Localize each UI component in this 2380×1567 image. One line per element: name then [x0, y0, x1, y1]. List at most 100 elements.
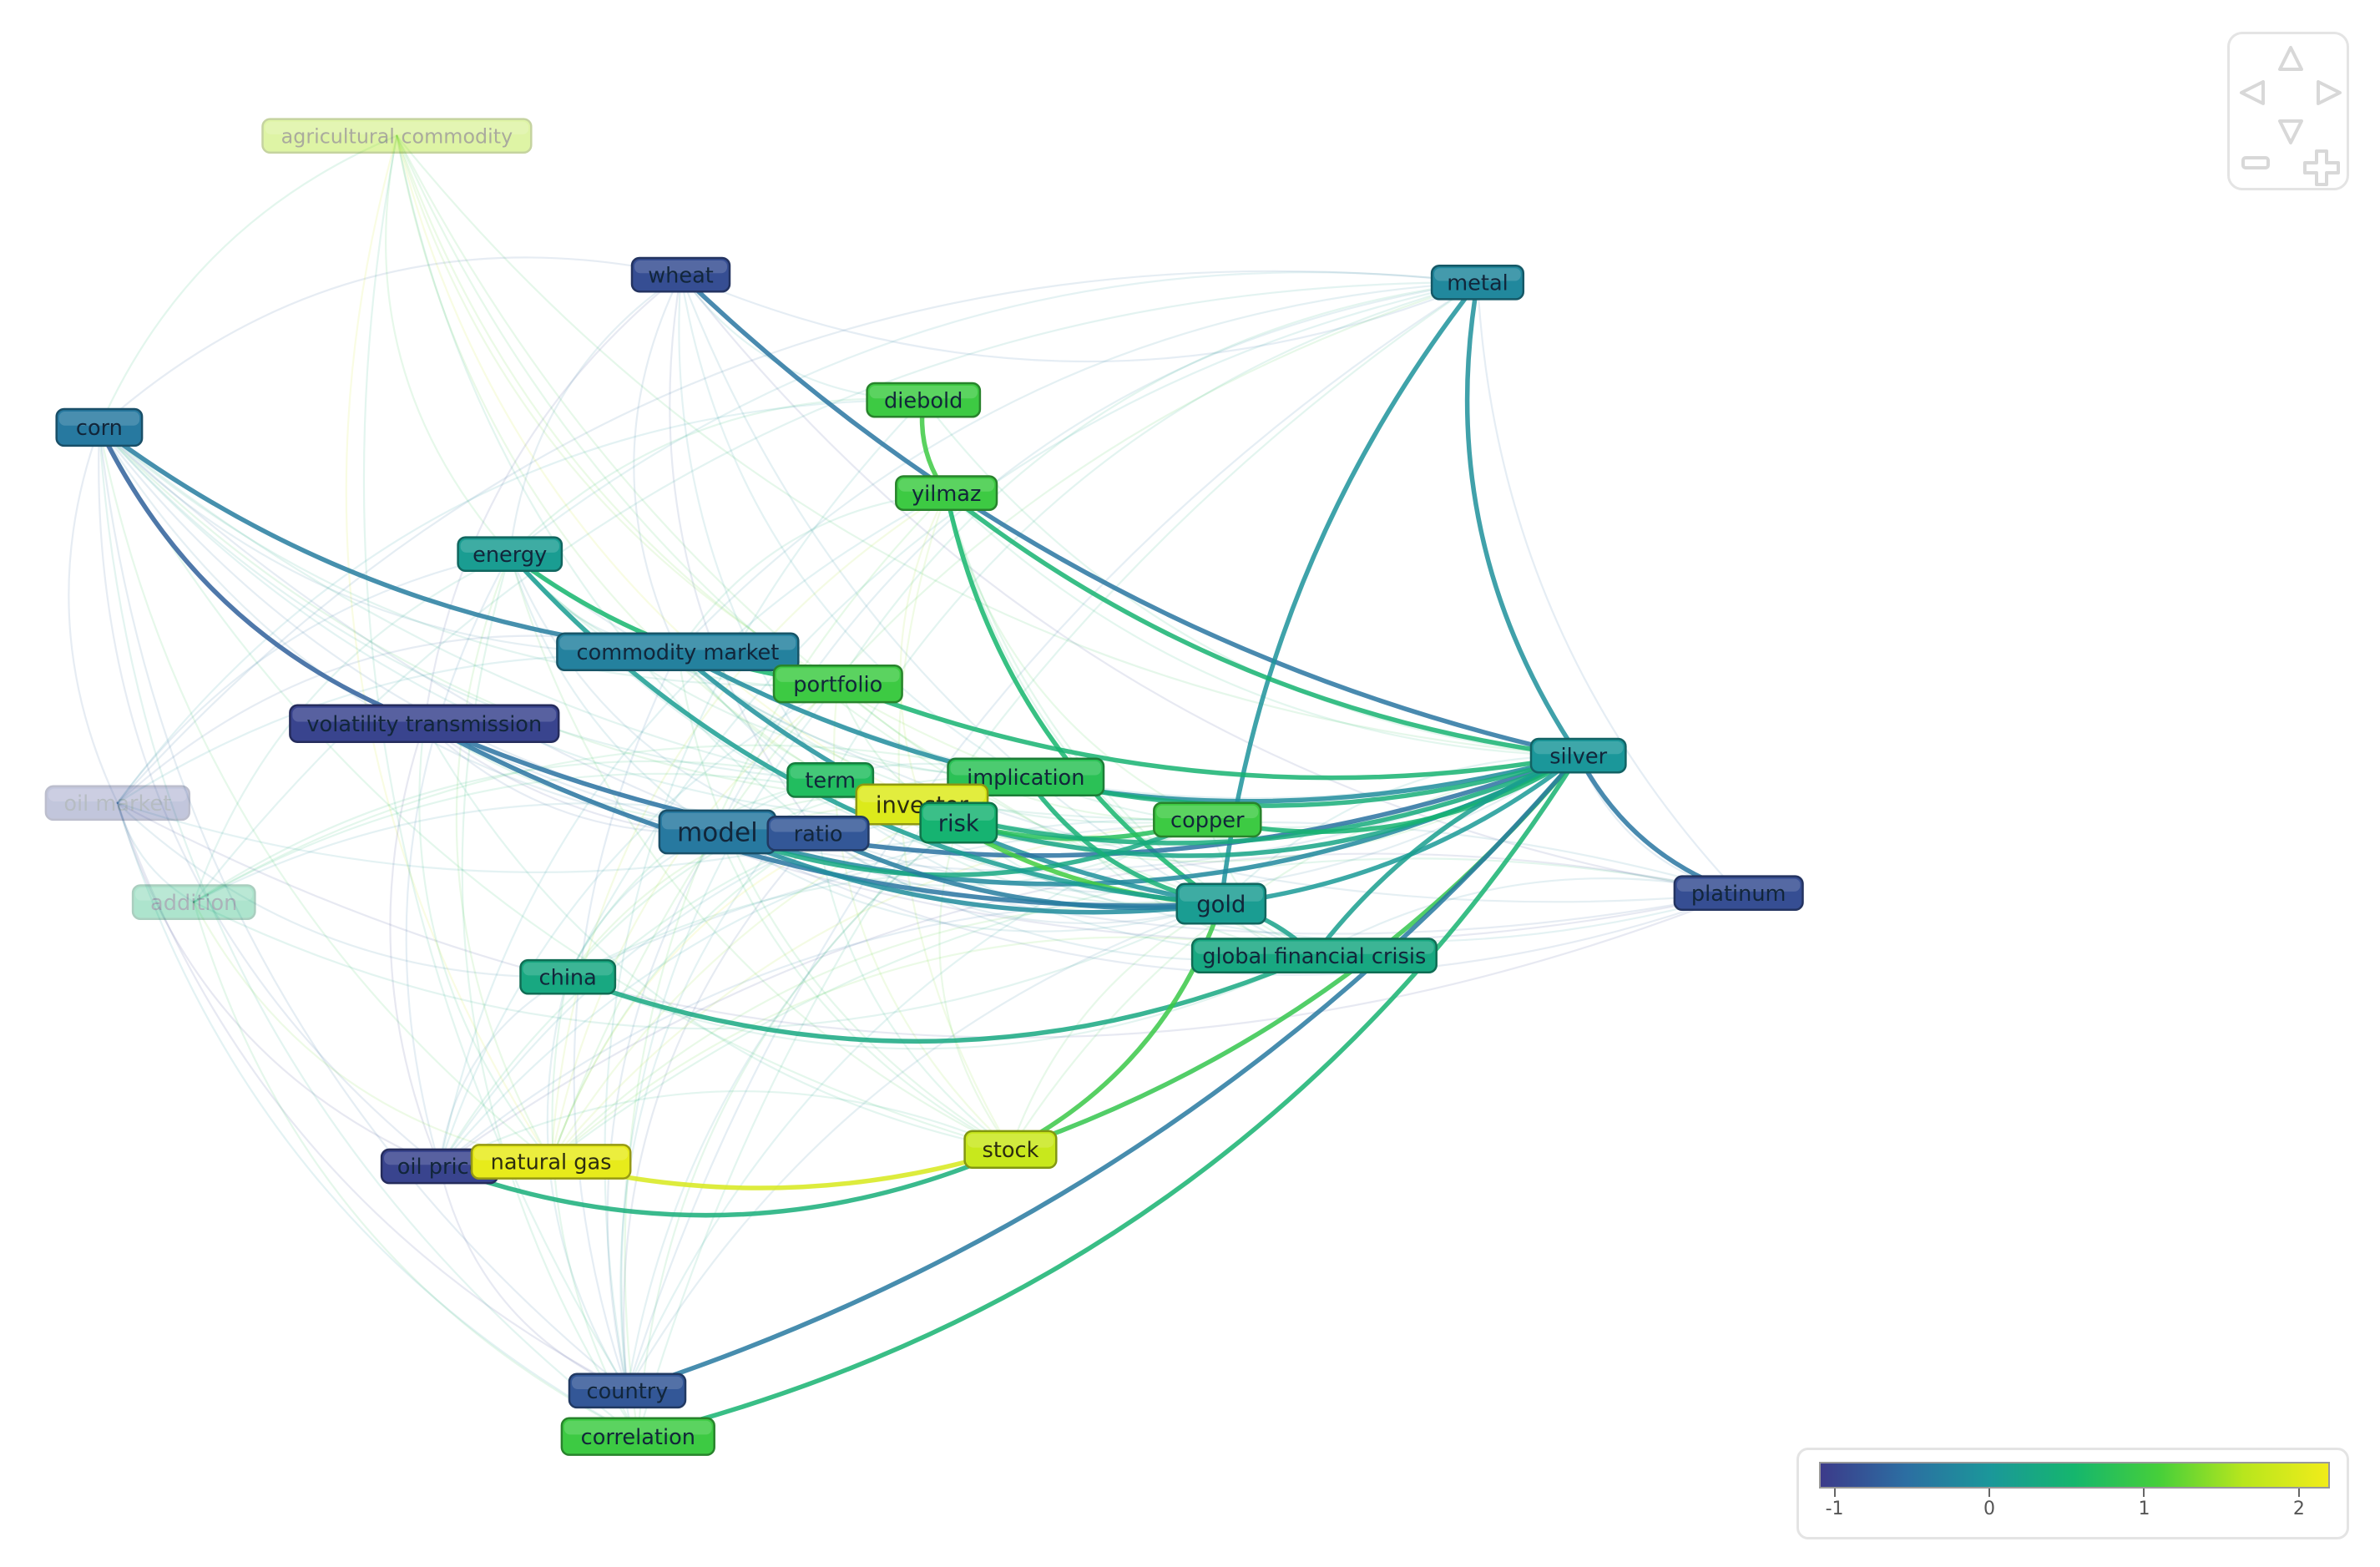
node-term[interactable]: term: [786, 762, 875, 798]
node-box: [866, 382, 982, 418]
node-natural-gas[interactable]: natural gas: [470, 1144, 632, 1180]
map-navigation-control: [2227, 32, 2349, 190]
faint-link: [508, 553, 719, 833]
node-gloss: [135, 887, 253, 901]
faint-link: [633, 274, 682, 653]
node-platinum[interactable]: platinum: [1673, 875, 1804, 912]
node-silver[interactable]: silver: [1529, 737, 1627, 774]
node-diebold[interactable]: diebold: [866, 382, 982, 418]
node-gloss: [950, 761, 1101, 776]
node-energy[interactable]: energy: [457, 536, 563, 573]
node-label: model: [677, 818, 758, 848]
node-label: platinum: [1691, 882, 1786, 907]
link-model-copper: [715, 817, 1210, 877]
link-silver-global_financial_crisis: [1311, 753, 1581, 958]
faint-link: [405, 553, 511, 1168]
node-stock[interactable]: stock: [963, 1130, 1058, 1170]
faint-link: [98, 426, 441, 1168]
link-oil_price-stock: [437, 1147, 1013, 1218]
legend-tick: [2143, 1489, 2145, 1497]
faint-link: [98, 426, 923, 806]
legend-tick-label: 1: [2138, 1499, 2150, 1519]
node-gloss: [790, 766, 871, 779]
arrow-left-icon[interactable]: [2240, 80, 2265, 105]
node-gloss: [869, 386, 978, 399]
faint-link: [396, 134, 839, 685]
node-label: china: [539, 966, 597, 991]
node-label: addition: [150, 891, 237, 916]
node-correlation[interactable]: correlation: [560, 1417, 715, 1456]
node-gloss: [770, 819, 867, 832]
node-box: [1175, 882, 1267, 925]
faint-link: [550, 832, 820, 1163]
node-gloss: [1179, 886, 1263, 902]
node-gloss: [58, 412, 140, 426]
node-gloss: [634, 260, 727, 274]
node-gloss: [858, 786, 986, 802]
legend-tick-label: 2: [2292, 1499, 2305, 1519]
link-implication-silver: [1023, 753, 1581, 808]
link-wheat-silver: [678, 272, 1581, 758]
node-copper[interactable]: copper: [1153, 801, 1262, 838]
faint-link: [116, 553, 511, 804]
node-gloss: [384, 1151, 496, 1165]
link-model-gold: [715, 829, 1224, 915]
zoom-in-icon[interactable]: [2303, 149, 2340, 186]
faint-link: [345, 134, 553, 1163]
node-label: term: [805, 769, 856, 794]
node-addition[interactable]: addition: [131, 884, 256, 920]
node-portfolio[interactable]: portfolio: [772, 664, 903, 704]
node-commodity-market[interactable]: commodity market: [556, 632, 800, 671]
node-country[interactable]: country: [568, 1372, 687, 1409]
node-gloss: [563, 1420, 712, 1435]
node-ratio[interactable]: ratio: [766, 815, 870, 852]
node-corn[interactable]: corn: [55, 407, 144, 447]
faint-link: [193, 744, 1027, 903]
node-agricultural-commodity[interactable]: agricultural commodity: [261, 118, 533, 154]
node-layer: agricultural commodity wheat metal corn dieb…: [44, 118, 1804, 1456]
node-global-financial-crisis[interactable]: global financial crisis: [1190, 938, 1438, 973]
node-gold[interactable]: gold: [1175, 882, 1267, 925]
zoom-out-icon[interactable]: [2241, 156, 2270, 169]
node-volatility-transmission[interactable]: volatility transmission: [289, 704, 560, 743]
node-oil-price[interactable]: oil price: [380, 1148, 499, 1185]
node-box: [1529, 737, 1627, 774]
node-metal[interactable]: metal: [1430, 264, 1525, 301]
link-ratio-gold: [816, 831, 1224, 911]
link-china-global_financial_crisis: [565, 953, 1317, 1044]
link-country-silver: [624, 753, 1581, 1393]
faint-link: [98, 426, 553, 1163]
faint-link: [508, 553, 1012, 1150]
faint-link: [438, 901, 1222, 1168]
node-oil-market[interactable]: oil market: [44, 785, 191, 821]
node-box: [470, 1144, 632, 1180]
node-risk[interactable]: risk: [919, 801, 998, 844]
faint-link: [606, 831, 719, 1392]
node-box: [131, 884, 256, 920]
node-box: [519, 958, 617, 995]
faint-link: [508, 271, 1479, 555]
node-label: oil price: [397, 1155, 483, 1180]
node-label: ratio: [794, 822, 843, 847]
faint-link: [438, 683, 839, 1168]
node-model[interactable]: model: [658, 809, 777, 855]
arrow-right-icon[interactable]: [2317, 80, 2342, 105]
node-box: [1430, 264, 1525, 301]
node-wheat[interactable]: wheat: [630, 256, 731, 293]
faint-link: [193, 901, 639, 1438]
node-label: portfolio: [793, 672, 882, 697]
node-yilmaz[interactable]: yilmaz: [895, 475, 998, 511]
node-label: copper: [1170, 808, 1245, 833]
faint-link: [116, 270, 1479, 804]
node-china[interactable]: china: [519, 958, 617, 995]
node-label: energy: [472, 543, 547, 568]
faint-link: [362, 134, 629, 1392]
arrow-down-icon[interactable]: [2278, 119, 2303, 144]
node-gloss: [967, 1133, 1054, 1148]
arrow-up-icon[interactable]: [2278, 46, 2303, 71]
node-box: [55, 407, 144, 447]
node-implication[interactable]: implication: [947, 757, 1105, 796]
faint-link: [98, 134, 398, 429]
node-gloss: [474, 1147, 629, 1160]
faint-link: [897, 492, 1012, 1150]
